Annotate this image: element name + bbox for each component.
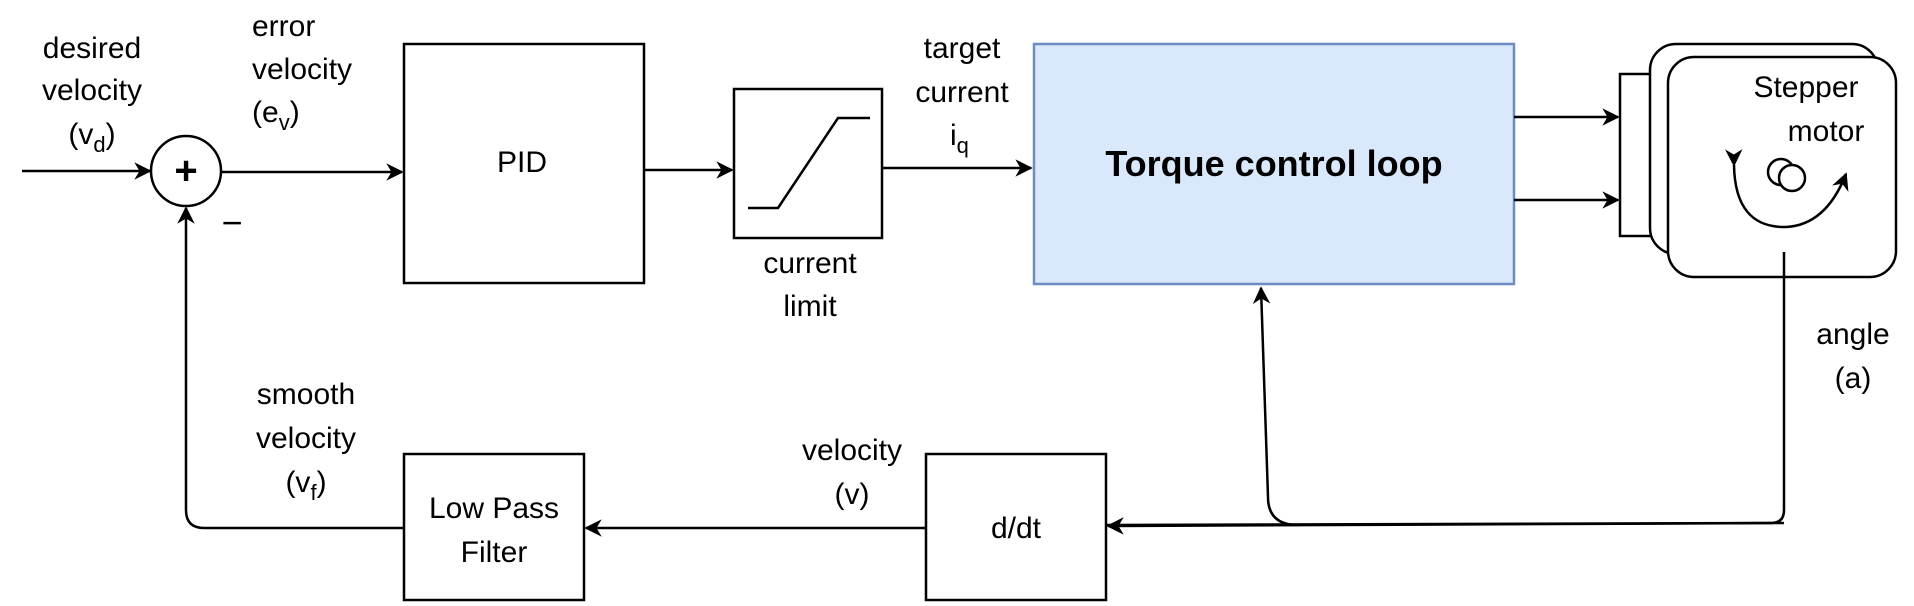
summing-junction: + (149, 134, 223, 208)
error-label-1: error (252, 10, 315, 43)
target-label-1: target (924, 32, 1001, 65)
torque-label: Torque control loop (1105, 143, 1442, 184)
saturation-curve (748, 116, 870, 210)
limit-label-2: limit (783, 290, 837, 323)
shaft-inner (1777, 163, 1807, 193)
stepper-motor: Stepper motor (1618, 42, 1898, 279)
velocity-label-1: velocity (802, 434, 902, 467)
limit-label-1: current (763, 247, 857, 280)
minus-sign: − (221, 202, 242, 243)
desired-label-3: (vd) (68, 118, 115, 157)
ddt-label: d/dt (991, 512, 1042, 545)
angle-to-torque-arrow (1252, 286, 1299, 527)
desired-label-1: desired (43, 32, 141, 65)
angle-to-ddt-arrow (1106, 517, 1785, 535)
target-label-3: iq (950, 119, 969, 158)
angle-label-2: (a) (1835, 362, 1872, 395)
motor-label-1: Stepper (1753, 71, 1858, 104)
desired-label-2: velocity (42, 74, 142, 107)
torque-control-block (1032, 42, 1516, 286)
ddt-block (924, 452, 1108, 602)
smooth-label-3: (vf) (285, 466, 326, 505)
sum-plus: + (174, 149, 197, 193)
target-label-2: current (915, 76, 1009, 109)
smooth-label-2: velocity (256, 422, 356, 455)
angle-label-1: angle (1816, 318, 1889, 351)
smooth-label-1: smooth (257, 378, 355, 411)
lpf-block (402, 452, 586, 602)
lpf-label-2: Filter (461, 536, 528, 569)
rotation-arrow-icon (1724, 149, 1849, 229)
motor-label-2: motor (1788, 115, 1865, 148)
angle-feedback-line (1106, 252, 1786, 527)
pid-block (402, 42, 646, 285)
velocity-label-2: (v) (835, 478, 870, 511)
smooth-velocity-feedback (177, 206, 404, 530)
lpf-label-1: Low Pass (429, 492, 559, 525)
error-label-3: (ev) (252, 96, 300, 135)
error-label-2: velocity (252, 53, 352, 86)
pid-label: PID (497, 146, 547, 179)
motor-connector (1618, 72, 1656, 238)
